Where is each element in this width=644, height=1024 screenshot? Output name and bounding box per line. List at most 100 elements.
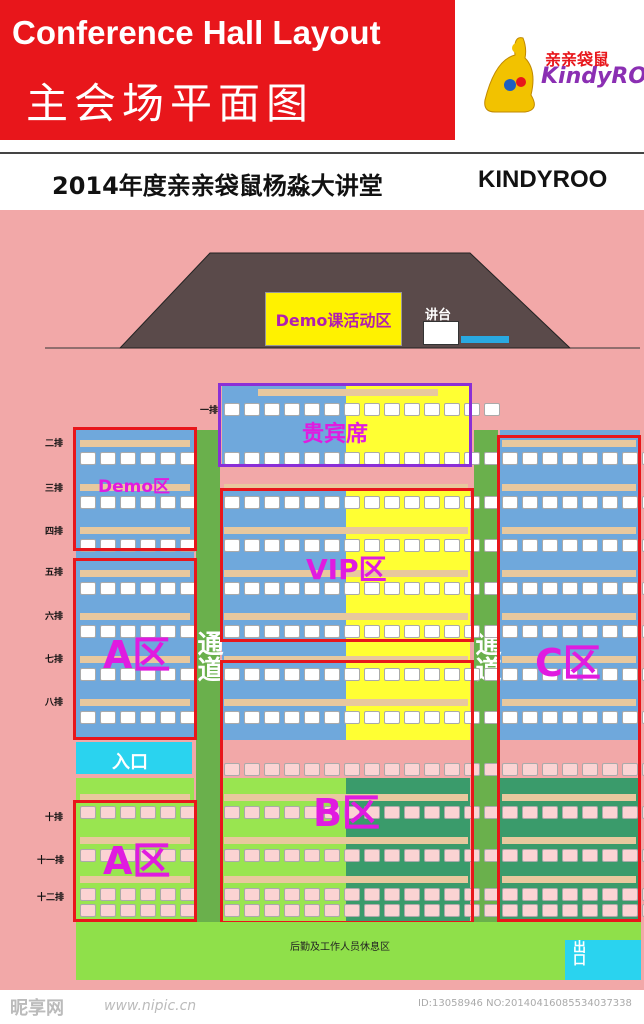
table-bar bbox=[502, 699, 636, 706]
seat-row bbox=[502, 711, 644, 724]
seat bbox=[404, 888, 420, 901]
seat bbox=[424, 582, 440, 595]
seat-row bbox=[80, 582, 196, 595]
seat bbox=[264, 539, 280, 552]
seat bbox=[642, 625, 644, 638]
seat bbox=[224, 668, 240, 681]
seat bbox=[364, 539, 380, 552]
seat bbox=[80, 625, 96, 638]
table-bar bbox=[224, 570, 468, 577]
seat bbox=[364, 582, 380, 595]
seat bbox=[464, 403, 480, 416]
seat bbox=[80, 888, 96, 901]
seat bbox=[100, 806, 116, 819]
seat bbox=[384, 496, 400, 509]
seat bbox=[264, 403, 280, 416]
seat bbox=[522, 625, 538, 638]
seat bbox=[444, 849, 460, 862]
seat bbox=[304, 849, 320, 862]
seat-row bbox=[80, 806, 196, 819]
seat bbox=[224, 496, 240, 509]
seat bbox=[444, 582, 460, 595]
seat bbox=[244, 403, 260, 416]
table-bar bbox=[224, 794, 468, 801]
seat bbox=[602, 582, 618, 595]
seat bbox=[562, 668, 578, 681]
seat bbox=[100, 452, 116, 465]
seat bbox=[140, 904, 156, 917]
seat bbox=[344, 582, 360, 595]
seat bbox=[522, 849, 538, 862]
kangaroo-logo-icon bbox=[484, 37, 535, 113]
seat bbox=[602, 496, 618, 509]
seat-row bbox=[224, 763, 500, 776]
seat bbox=[562, 496, 578, 509]
seat bbox=[264, 625, 280, 638]
seat bbox=[264, 806, 280, 819]
seat bbox=[264, 904, 280, 917]
seat bbox=[364, 668, 380, 681]
seat bbox=[140, 668, 156, 681]
seat bbox=[404, 668, 420, 681]
seat bbox=[502, 539, 518, 552]
seat-row bbox=[502, 888, 644, 901]
table-bar bbox=[224, 656, 468, 663]
seat bbox=[444, 711, 460, 724]
vip-zone-border bbox=[220, 488, 474, 642]
seat bbox=[384, 625, 400, 638]
seat bbox=[444, 806, 460, 819]
seat bbox=[542, 806, 558, 819]
demo-zone-border bbox=[73, 427, 197, 551]
seat bbox=[160, 904, 176, 917]
seat bbox=[120, 496, 136, 509]
seat bbox=[120, 452, 136, 465]
table-bar bbox=[502, 570, 636, 577]
b-zone-label: B区 bbox=[313, 791, 380, 835]
seat bbox=[140, 582, 156, 595]
table-bar bbox=[502, 837, 636, 844]
seat bbox=[80, 711, 96, 724]
seat bbox=[602, 668, 618, 681]
seat bbox=[642, 711, 644, 724]
seat bbox=[642, 496, 644, 509]
seat bbox=[344, 763, 360, 776]
seat bbox=[582, 763, 598, 776]
seat bbox=[324, 849, 340, 862]
seat bbox=[562, 625, 578, 638]
seat bbox=[324, 763, 340, 776]
seat bbox=[642, 806, 644, 819]
seat bbox=[244, 496, 260, 509]
seat-row bbox=[80, 849, 196, 862]
seat bbox=[444, 904, 460, 917]
seat bbox=[160, 888, 176, 901]
seat bbox=[502, 849, 518, 862]
seat bbox=[602, 711, 618, 724]
seat bbox=[264, 888, 280, 901]
seat bbox=[224, 403, 240, 416]
seat bbox=[642, 849, 644, 862]
seat bbox=[602, 888, 618, 901]
seat bbox=[384, 888, 400, 901]
seat bbox=[642, 539, 644, 552]
seat bbox=[324, 539, 340, 552]
seat bbox=[562, 849, 578, 862]
seat bbox=[304, 625, 320, 638]
seat bbox=[224, 711, 240, 724]
seat bbox=[120, 806, 136, 819]
seat bbox=[622, 888, 638, 901]
demo-activity-area: Demo课活动区 bbox=[265, 292, 402, 346]
table-bar bbox=[80, 837, 190, 844]
seat bbox=[344, 539, 360, 552]
table-bar bbox=[80, 794, 190, 801]
podium-label: 讲台 bbox=[425, 308, 452, 323]
table-bar bbox=[224, 527, 468, 534]
table-bar bbox=[502, 656, 636, 663]
seat bbox=[324, 806, 340, 819]
seat bbox=[140, 496, 156, 509]
left-aisle-label: 通道 bbox=[193, 630, 223, 682]
seat bbox=[80, 904, 96, 917]
seat bbox=[244, 668, 260, 681]
seat-row bbox=[502, 806, 644, 819]
seat bbox=[522, 539, 538, 552]
seat bbox=[304, 582, 320, 595]
